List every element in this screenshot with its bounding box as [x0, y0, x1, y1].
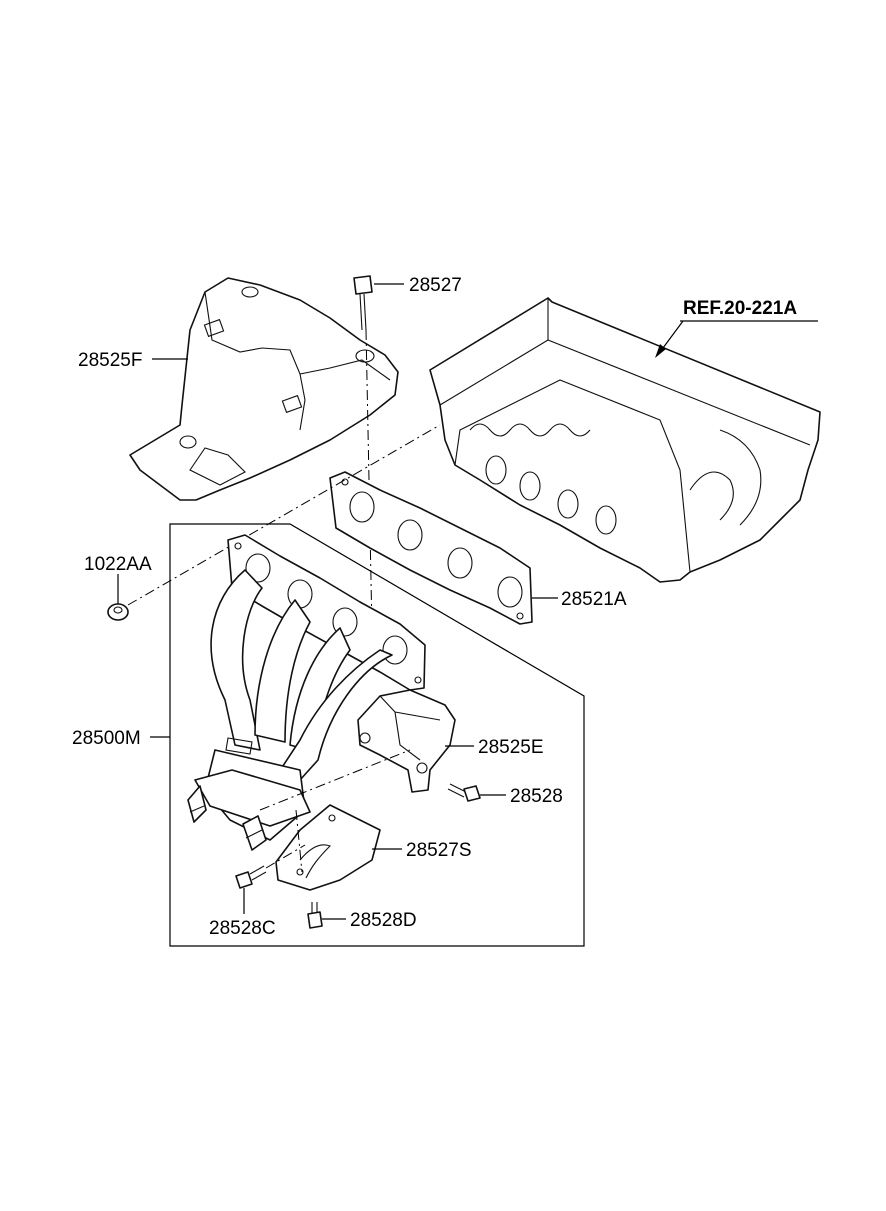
alignment-line [127, 424, 441, 606]
nut-1022AA-drawing [107, 603, 129, 621]
bolt-28528D-drawing [307, 902, 323, 929]
exhaust-manifold-drawing [187, 534, 426, 851]
label-28528D: 28528D [350, 910, 417, 931]
bracket-28525E-drawing [357, 689, 456, 793]
gasket-drawing [329, 471, 533, 625]
label-28527S: 28527S [406, 840, 472, 861]
assembly-box [169, 523, 585, 947]
label-28528: 28528 [510, 786, 563, 807]
label-28525F: 28525F [78, 350, 142, 371]
label-28527: 28527 [409, 275, 462, 296]
reference-label: REF.20-221A [683, 298, 797, 319]
heat-shield-drawing [129, 277, 399, 501]
ref-arrowhead [655, 344, 666, 358]
cylinder-head-drawing [429, 297, 821, 583]
label-28528C: 28528C [209, 918, 276, 939]
label-28500M: 28500M [72, 728, 141, 749]
label-28525E: 28525E [478, 737, 544, 758]
bracket-28527S-drawing [275, 804, 381, 891]
bracket-axis-line [259, 749, 411, 811]
bolt-28528C-drawing [235, 865, 267, 889]
bolt-28527-drawing [353, 275, 373, 331]
bolt-c-axis-line [265, 844, 306, 869]
label-1022AA: 1022AA [84, 554, 152, 575]
bolt-28528-drawing [447, 783, 481, 802]
ref-leader-line [659, 320, 684, 353]
label-28521A: 28521A [561, 589, 627, 610]
